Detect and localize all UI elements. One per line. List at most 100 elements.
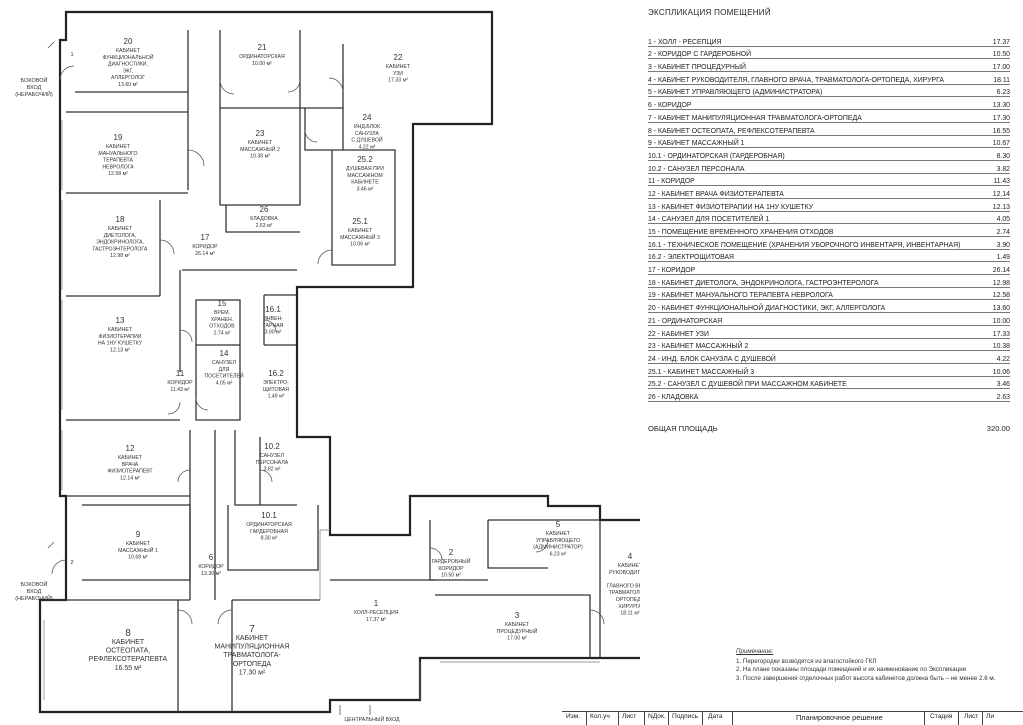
room-label-line: МАССАЖНЫЙ 3 xyxy=(340,233,380,241)
room-label-line: 17.30 м² xyxy=(239,669,266,676)
room-label-line: МАНУАЛЬНОГО xyxy=(98,151,137,157)
room-name: 10.2 - САНУЗЕЛ ПЕРСОНАЛА xyxy=(648,165,745,173)
room-label-line: КОРИДОР xyxy=(198,564,224,570)
room-name: 19 - КАБИНЕТ МАНУАЛЬНОГО ТЕРАПЕВТА НЕВРО… xyxy=(648,292,833,300)
room-label-line: 8.30 м² xyxy=(261,536,278,542)
room-label-line: КОРИДОР xyxy=(192,244,218,250)
room-label-line: ГАСТРОЭНТЕРОЛОГА xyxy=(93,246,148,252)
room-name: 6 - КОРИДОР xyxy=(648,102,692,110)
room-label-line: КАБИНЕТ xyxy=(106,144,131,150)
room-label-line: 3.90 м² xyxy=(265,330,282,336)
room-label-line: 4.05 м² xyxy=(216,380,233,386)
explication-row: 4 - КАБИНЕТ РУКОВОДИТЕЛЯ, ГЛАВНОГО ВРАЧА… xyxy=(648,72,1010,85)
entrance-label-line: БОКОВОЙ xyxy=(21,76,48,84)
entrance-number: 1 xyxy=(70,52,73,58)
room-label-line: 16.55 м² xyxy=(115,665,142,672)
stamp-cell: Стадия xyxy=(930,713,953,720)
room-name: 2 - КОРИДОР С ГАРДЕРОБНОЙ xyxy=(648,51,752,59)
room-label-line: ПРОЦЕДУРНЫЙ xyxy=(497,627,538,635)
stamp-cell: Изм. xyxy=(566,713,581,720)
room-area: 13.60 xyxy=(992,305,1010,313)
room-area: 12.14 xyxy=(992,190,1010,198)
room-label-line: ОРДИНАТОРСКАЯ xyxy=(239,54,285,60)
room-label-line: САНУЗЕЛ xyxy=(260,453,284,459)
room-label-line: КАБИНЕТ xyxy=(618,563,640,569)
room-label-line: РУКОВОДИТЕЛЯ xyxy=(609,570,640,576)
room-number: 17 xyxy=(201,233,210,242)
room-area: 11.43 xyxy=(993,178,1010,186)
room-name: 23 - КАБИНЕТ МАССАЖНЫЙ 2 xyxy=(648,343,749,351)
stamp-cell: Подпись xyxy=(672,713,699,720)
room-number: 1 xyxy=(374,599,379,608)
room-label-line: ИНД.БЛОК xyxy=(354,124,380,130)
room-label-line: ГАРДЕРОБНАЯ xyxy=(250,529,288,535)
note-line: 2. На плане показаны площади помещений и… xyxy=(736,666,967,674)
room-label-line: ВРЕМ. xyxy=(214,310,230,316)
room-number: 16.2 xyxy=(268,369,284,378)
room-area: 17.00 xyxy=(992,64,1010,72)
room-number: 25.2 xyxy=(357,155,373,164)
room-label-line: ФУНКЦИОНАЛЬНОЙ xyxy=(102,53,153,61)
entrance-label-line: (НЕРАБОЧИЙ) xyxy=(15,90,53,98)
stamp-divider xyxy=(668,712,669,725)
notes-title: Примечание: xyxy=(736,648,774,655)
room-number: 20 xyxy=(124,37,133,46)
window-frames xyxy=(43,120,600,700)
room-label-line: МАССАЖНЫЙ 2 xyxy=(240,145,280,153)
room-name: 8 - КАБИНЕТ ОСТЕОПАТА, РЕФЛЕКСОТЕРАПЕВТА xyxy=(648,127,815,135)
room-name: 12 - КАБИНЕТ ВРАЧА ФИЗИОТЕРАПЕВТА xyxy=(648,190,784,198)
room-label-line: КАБИНЕТ xyxy=(108,226,133,232)
room-label-line: ФИЗИОТЕРАПЕВТ xyxy=(107,469,153,475)
room-label-line: ХРАНЕН. xyxy=(211,317,233,323)
room-name: 16.2 - ЭЛЕКТРОЩИТОВАЯ xyxy=(648,254,735,262)
room-label-line: КАБИНЕТ xyxy=(126,541,151,547)
room-label-line: 17.37 м² xyxy=(366,617,386,623)
room-area: 17.37 xyxy=(992,38,1010,46)
stamp-cell: Дата xyxy=(708,713,723,720)
room-label-line: 3.82 м² xyxy=(264,467,281,473)
room-label-line: ОТХОДОВ xyxy=(209,324,235,330)
room-name: 10.1 - ОРДИНАТОРСКАЯ (ГАРДЕРОБНАЯ) xyxy=(648,152,785,160)
room-number: 10.2 xyxy=(264,442,280,451)
room-area: 10.50 xyxy=(992,51,1010,59)
room-label-line: 26.14 м² xyxy=(195,251,215,257)
room-area: 10.00 xyxy=(992,317,1010,325)
room-label-line: КАБИНЕТ xyxy=(348,228,373,234)
room-number: 13 xyxy=(116,316,125,325)
entrance-label-line: БОКОВОЙ xyxy=(21,580,48,588)
room-label-line: 10.06 м² xyxy=(350,242,370,248)
room-area: 12.98 xyxy=(992,279,1010,287)
room-label-line: ОРТОПЕДА xyxy=(616,597,640,603)
room-area: 6.23 xyxy=(996,89,1010,97)
room-label-line: ВРАЧА xyxy=(122,462,139,468)
inner-walls xyxy=(40,30,601,712)
room-area: 16.55 xyxy=(992,127,1010,135)
room-label-line: УПРАВЛЯЮЩЕГО xyxy=(536,538,580,544)
room-name: 25.2 - САНУЗЕЛ С ДУШЕВОЙ ПРИ МАССАЖНОМ К… xyxy=(648,381,847,389)
room-label-line: КАБИНЕТ xyxy=(546,531,571,537)
stamp-cell: Ли xyxy=(986,713,995,720)
room-area: 3.90 xyxy=(996,241,1010,249)
room-label-line: РЕФЛЕКСОТЕРАПЕВТА xyxy=(89,656,168,663)
main-entrance-label: ЦЕНТРАЛЬНЫЙ ВХОД xyxy=(344,715,400,723)
room-number: 24 xyxy=(363,113,372,122)
room-number: 25.1 xyxy=(352,217,368,226)
stamp-cell: Лист xyxy=(964,713,979,720)
room-label-line: КАБИНЕТ xyxy=(116,48,141,54)
explication-row: 5 - КАБИНЕТ УПРАВЛЯЮЩЕГО (АДМИНИСТРАТОРА… xyxy=(648,85,1010,98)
room-label-line: ПЕРСОНАЛА xyxy=(256,460,289,466)
room-name: 15 - ПОМЕЩЕНИЕ ВРЕМЕННОГО ХРАНЕНИЯ ОТХОД… xyxy=(648,229,834,236)
room-label-line: ГАРДЕРОБНЫЙ xyxy=(432,557,471,565)
room-area: 12.58 xyxy=(992,292,1010,300)
door-swings xyxy=(51,65,605,625)
room-area: 8.30 xyxy=(996,152,1010,160)
total-area-value: 320.00 xyxy=(986,423,1010,433)
entrance-number: 2 xyxy=(70,560,73,566)
room-name: 11 - КОРИДОР xyxy=(648,178,695,186)
